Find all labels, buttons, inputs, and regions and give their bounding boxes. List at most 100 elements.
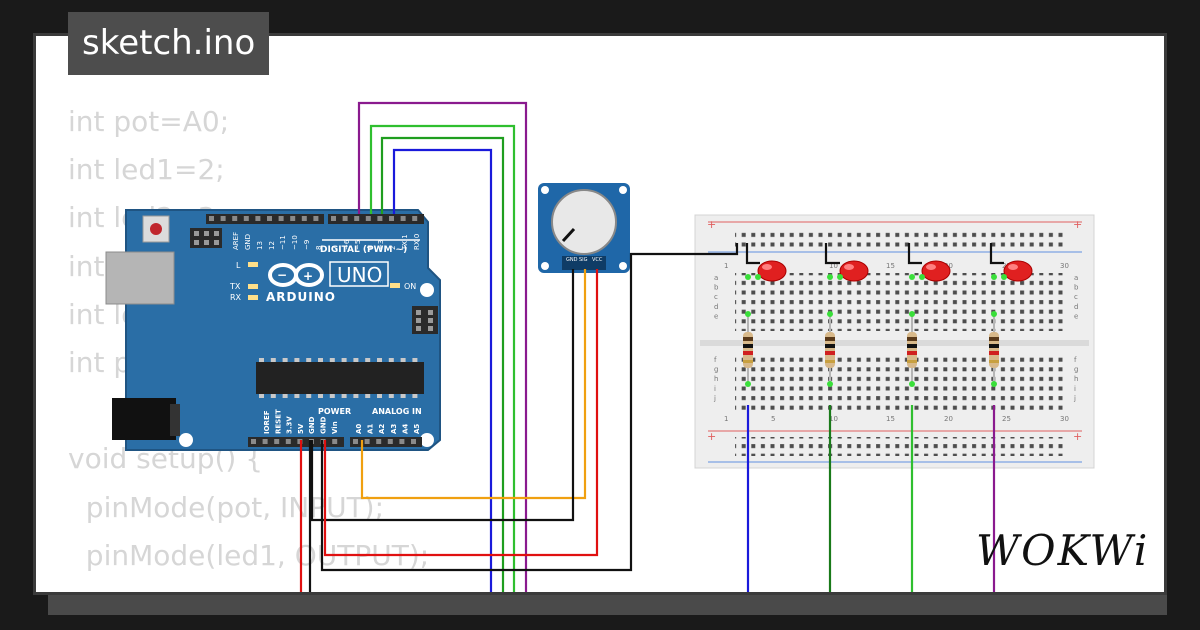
column-number: 15 xyxy=(886,262,895,270)
analog-pin-label: A2 xyxy=(378,424,386,434)
row-letter: j xyxy=(713,394,716,402)
row-letter: i xyxy=(714,385,716,393)
row-letter: b xyxy=(1074,284,1079,292)
rail-plus-top-right: + xyxy=(1073,218,1082,231)
power-pin-label: 3.3V xyxy=(286,416,294,434)
top-pin-label: 7 xyxy=(331,246,339,250)
resistor[interactable] xyxy=(989,311,999,387)
digital-label: DIGITAL (PWM ~) xyxy=(320,245,407,255)
wire-black-gnd-pot[interactable] xyxy=(310,269,575,522)
code-line: int pot=A0; xyxy=(68,105,230,138)
analog-label: ANALOG IN xyxy=(372,407,422,416)
row-letter: d xyxy=(1074,303,1078,311)
top-pin-label: 8 xyxy=(315,246,323,250)
power-pin-label: Vin xyxy=(331,421,339,434)
row-letter: c xyxy=(1074,293,1078,301)
resistor[interactable] xyxy=(907,311,917,387)
wire-black-led4[interactable] xyxy=(989,243,1004,265)
row-letter: j xyxy=(1073,394,1076,402)
wire-black-gnd-rail[interactable] xyxy=(320,243,739,572)
row-letter: h xyxy=(714,375,718,383)
l-label: L xyxy=(236,261,241,270)
rail-plus-top-left: + xyxy=(707,218,716,231)
top-pin-label: ~10 xyxy=(291,235,299,250)
analog-header xyxy=(350,437,422,447)
red-led[interactable] xyxy=(827,260,869,282)
pot-pin-label: SIG xyxy=(579,257,588,263)
top-pin-label: ~9 xyxy=(303,240,311,250)
top-pin-label: 2 xyxy=(389,246,397,250)
arduino-logo-icon xyxy=(268,263,324,287)
code-line: int led1=2; xyxy=(68,153,225,187)
rx-label: RX xyxy=(230,293,242,302)
wire-green-pin4[interactable] xyxy=(369,124,516,592)
top-pin-label: ~6 xyxy=(343,239,351,250)
analog-pin-label: A4 xyxy=(401,424,409,434)
digital-header xyxy=(206,214,324,224)
column-number: 1 xyxy=(724,415,728,423)
rail-plus-bottom-left: + xyxy=(707,430,716,443)
wire-black-led1[interactable] xyxy=(745,243,760,265)
on-label: ON xyxy=(404,282,416,291)
power-label: POWER xyxy=(318,407,351,416)
column-number: 30 xyxy=(1060,262,1069,270)
column-number: 25 xyxy=(1002,415,1011,423)
top-pin-label: ~5 xyxy=(354,240,362,250)
top-pin-label: ~3 xyxy=(377,240,385,250)
top-pin-label: GND xyxy=(244,234,252,250)
pot-pin-label: VCC xyxy=(592,257,603,263)
code-line: pinMode(led2, OUTPUT); xyxy=(68,580,429,592)
dc-jack xyxy=(112,398,176,440)
top-pin-label: RX 0 xyxy=(413,234,421,250)
wokwi-logo: WOKWi xyxy=(976,526,1149,575)
wires xyxy=(299,101,1004,592)
wire-orange-a0[interactable] xyxy=(360,269,587,500)
row-letter: i xyxy=(1074,385,1076,393)
code-line: pinMode(led1, OUTPUT); xyxy=(68,538,430,572)
row-letter: b xyxy=(714,284,719,292)
wire-black-led2[interactable] xyxy=(824,243,840,265)
analog-pin-label: A3 xyxy=(390,424,398,434)
top-pin-label: AREF xyxy=(232,232,240,250)
wire-black-led3[interactable] xyxy=(907,243,922,265)
red-led[interactable] xyxy=(909,260,951,282)
arduino-model: UNO xyxy=(337,263,382,287)
power-pin-label: RESET xyxy=(274,409,282,434)
row-letter: g xyxy=(714,366,718,374)
analog-pin-label: A5 xyxy=(413,424,421,434)
row-letter: a xyxy=(714,274,718,282)
column-number: 30 xyxy=(1060,415,1069,423)
sketch-file-tab[interactable]: sketch.ino xyxy=(68,12,270,75)
pot-pin-label: GND xyxy=(566,257,578,263)
red-led[interactable] xyxy=(745,260,787,282)
row-letter: d xyxy=(714,303,718,311)
column-number: 15 xyxy=(886,415,895,423)
svg-text:−: − xyxy=(277,268,287,282)
wire-green-pin3[interactable] xyxy=(380,136,505,592)
analog-pin-label: A1 xyxy=(367,424,375,434)
column-number: 5 xyxy=(771,415,775,423)
resistor[interactable] xyxy=(825,311,835,387)
wire-red-vcc[interactable] xyxy=(323,269,599,557)
svg-text:+: + xyxy=(303,269,313,283)
row-letter: c xyxy=(714,293,718,301)
code-line: pinMode(pot, INPUT); xyxy=(68,490,385,524)
resistor[interactable] xyxy=(743,311,753,387)
row-letter: e xyxy=(714,312,718,320)
row-letter: f xyxy=(714,356,717,364)
power-pin-label: GND xyxy=(308,416,316,434)
arduino-uno-board[interactable]: DIGITAL (PWM ~) L TX RX − + ARDUINO UNO … xyxy=(105,209,441,451)
row-letter: f xyxy=(1074,356,1077,364)
row-letter: h xyxy=(1074,375,1078,383)
red-led[interactable] xyxy=(991,260,1033,282)
top-pin-label: 13 xyxy=(256,241,264,250)
wire-purple-pin5[interactable] xyxy=(357,101,528,592)
column-number: 10 xyxy=(829,415,838,423)
rail-plus-bottom-right: + xyxy=(1073,430,1082,443)
potentiometer-knob[interactable] xyxy=(551,189,617,255)
wire-blue-pin2[interactable] xyxy=(392,148,493,592)
atmega-chip xyxy=(256,362,424,394)
power-header xyxy=(248,437,344,447)
row-letter: g xyxy=(1074,366,1078,374)
